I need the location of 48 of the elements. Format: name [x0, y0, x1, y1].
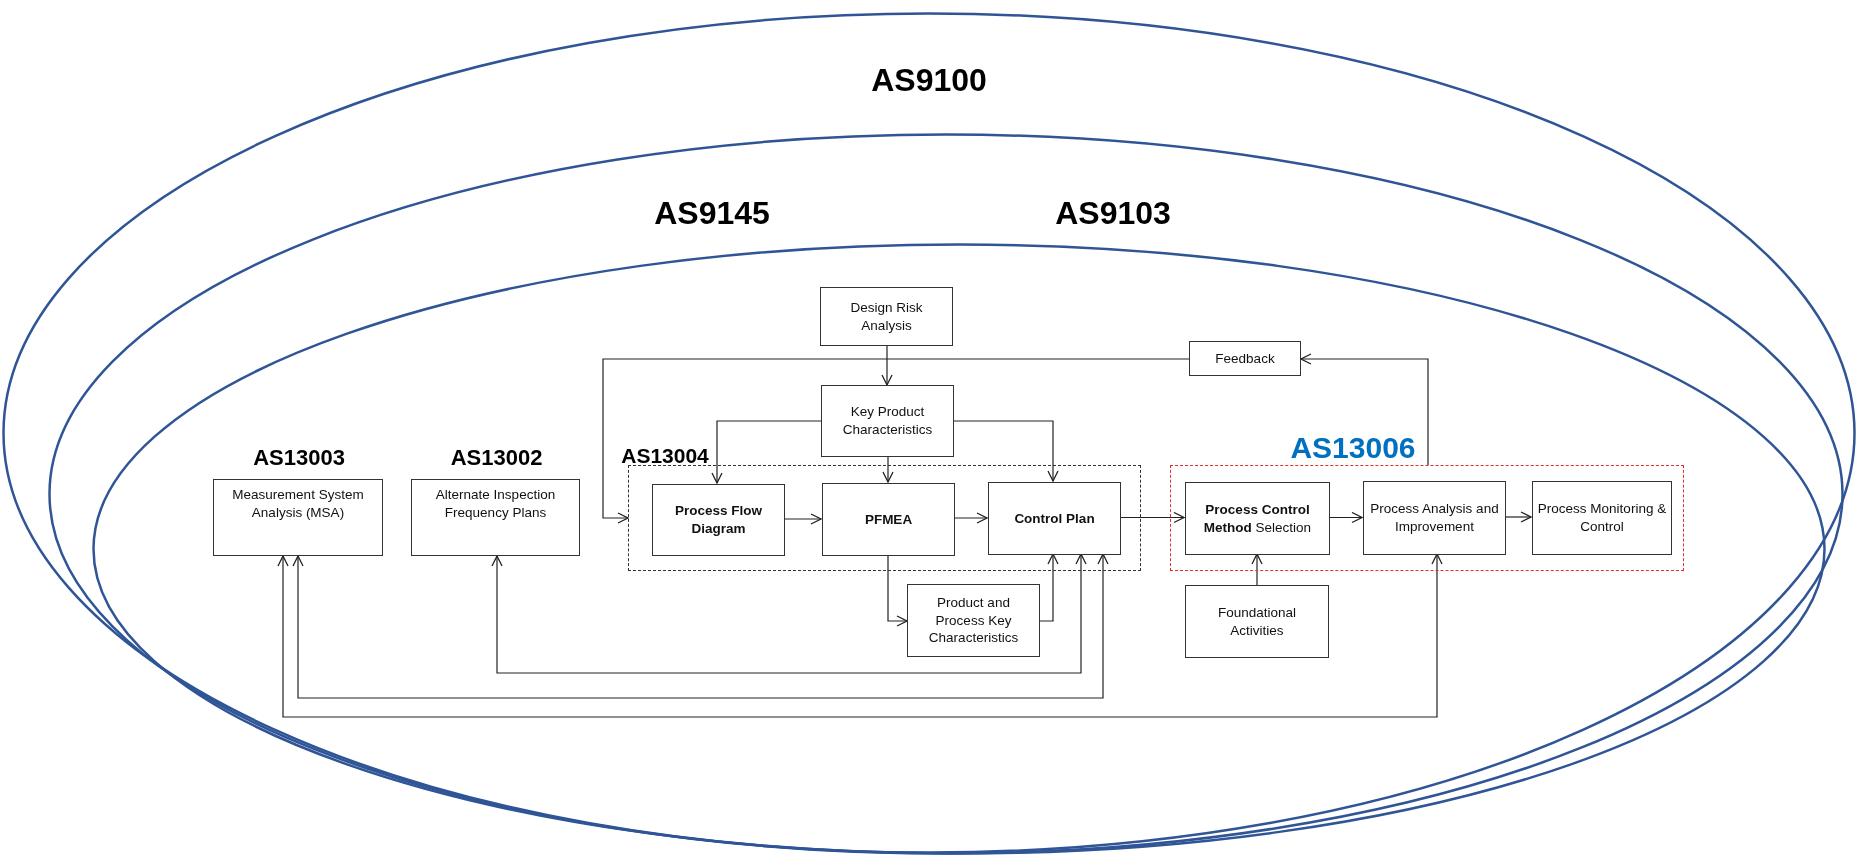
- process-box: [821, 385, 954, 457]
- process-box: [822, 483, 955, 556]
- box-label: Alternate Inspection Frequency Plans: [434, 486, 557, 522]
- arrow: [1251, 553, 1263, 586]
- arrow: [1300, 353, 1429, 466]
- arrow: [1039, 553, 1059, 622]
- group-title: AS13004: [621, 444, 709, 468]
- process-box: [652, 484, 785, 556]
- box-label: Foundational Activities: [1216, 603, 1298, 640]
- arrow: [602, 358, 1190, 524]
- process-box: [988, 482, 1121, 555]
- process-box: [1363, 481, 1506, 555]
- group-title: AS13006: [1290, 431, 1416, 465]
- arrow: [491, 553, 1087, 674]
- arrow: [277, 553, 1443, 718]
- process-box: [1532, 481, 1672, 555]
- arrow: [1119, 511, 1185, 524]
- arrow: [783, 513, 822, 525]
- standard-title: AS9145: [654, 194, 770, 232]
- standard-title: AS9103: [1055, 194, 1171, 232]
- standard-label: AS13002: [450, 445, 543, 471]
- box-label: Measurement System Analysis (MSA): [231, 486, 365, 522]
- box-label: Process Analysis and Improvement: [1369, 500, 1500, 536]
- box-label: Design Risk Analysis: [849, 298, 924, 335]
- box-label: Process Control Method Selection: [1202, 500, 1313, 537]
- box-label: Process Flow Diagram: [673, 502, 763, 538]
- process-box: [1189, 341, 1301, 376]
- arrow: [292, 553, 1109, 699]
- standard-label: AS13003: [253, 445, 345, 471]
- arrow: [882, 456, 894, 483]
- process-box: [1185, 585, 1329, 658]
- arrow: [887, 554, 908, 627]
- arrow: [1328, 511, 1363, 524]
- arrow: [1504, 511, 1532, 523]
- process-box: [820, 287, 953, 346]
- box-label: Product and Process Key Characteristics: [927, 594, 1020, 647]
- process-box: [1185, 482, 1330, 555]
- arrow: [881, 345, 893, 386]
- arrow: [711, 420, 822, 484]
- process-box: [907, 584, 1040, 657]
- box-label: PFMEA: [864, 510, 913, 529]
- box-label: Key Product Characteristics: [841, 403, 934, 439]
- box-label: Control Plan: [1014, 509, 1095, 528]
- box-label: Feedback: [1215, 349, 1275, 368]
- standard-title: AS9100: [871, 61, 987, 99]
- arrow: [953, 512, 988, 524]
- arrow: [953, 420, 1059, 482]
- box-label: Process Monitoring & Control: [1537, 500, 1667, 536]
